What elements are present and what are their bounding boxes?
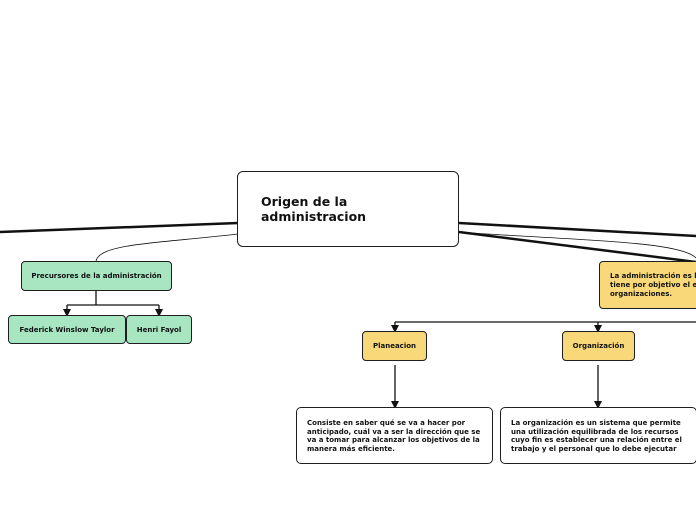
subtopic-planeacion-label: Planeacion (372, 342, 417, 350)
topic-precursores[interactable]: Precursores de la administración (21, 261, 172, 291)
description-planeacion-text: Consiste en saber qué se va a hacer por … (307, 419, 481, 453)
subtopic-organizacion[interactable]: Organización (562, 331, 635, 361)
topic-definicion-line-3: organizaciones. (610, 290, 673, 298)
subtopic-organizacion-label: Organización (572, 342, 625, 350)
subtopic-fayol[interactable]: Henri Fayol (126, 315, 192, 344)
topic-definicion-line-1: La administración es l (610, 272, 696, 280)
topic-definicion[interactable]: La administración es l tiene por objetiv… (599, 261, 696, 309)
subtopic-taylor[interactable]: Federick Winslow Taylor (8, 315, 126, 344)
branch-curve-left (95, 233, 239, 262)
topic-precursores-label: Precursores de la administración (31, 272, 162, 280)
subtopic-taylor-label: Federick Winslow Taylor (19, 325, 115, 334)
main-branch-right-lower (458, 230, 696, 264)
subtopic-fayol-label: Henri Fayol (136, 325, 182, 334)
description-planeacion[interactable]: Consiste en saber qué se va a hacer por … (296, 407, 493, 464)
description-organizacion-text: La organización es un sistema que permit… (511, 419, 682, 453)
root-node[interactable]: Origen de la administracion (237, 171, 459, 247)
description-organizacion[interactable]: La organización es un sistema que permit… (500, 407, 696, 464)
branch-curve-right (458, 231, 696, 259)
main-branch-left-upper (0, 221, 239, 234)
topic-definicion-line-2: tiene por objetivo el e (610, 281, 696, 289)
main-branch-right-upper (458, 221, 696, 238)
subtopic-planeacion[interactable]: Planeacion (362, 331, 427, 361)
root-title: Origen de la administracion (261, 194, 367, 224)
